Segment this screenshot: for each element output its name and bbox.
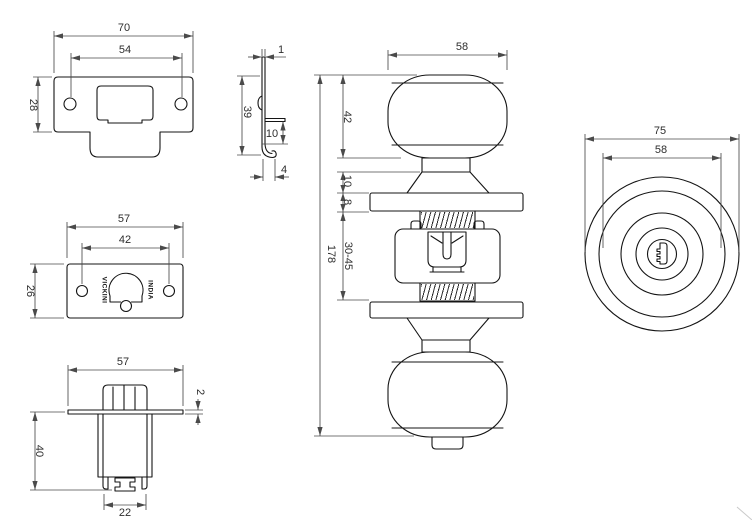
latch-faceplate-edge bbox=[67, 409, 184, 415]
dim-faceplate-width: 57 bbox=[118, 213, 130, 225]
rose-outer-circle bbox=[584, 176, 740, 332]
view-latch-faceplate bbox=[66, 263, 184, 319]
dims-strike-plate-side: 1 39 10 4 bbox=[237, 44, 289, 181]
dim-front-knob-diameter: 58 bbox=[655, 144, 667, 156]
lower-neck-flare bbox=[406, 317, 490, 341]
dim-latch-width: 57 bbox=[117, 356, 129, 368]
latch-spindle-hub bbox=[114, 477, 136, 492]
view-knob-assembly bbox=[369, 74, 524, 450]
view-knob-front bbox=[584, 176, 740, 332]
side-bottom-curl-inner bbox=[264, 143, 273, 155]
knob-outer-circle bbox=[598, 190, 726, 318]
dim-latch-plate-thickness: 2 bbox=[194, 389, 206, 395]
dim-door-range: 30-45 bbox=[342, 242, 354, 270]
spindle-base bbox=[432, 266, 462, 273]
side-dimple bbox=[257, 95, 263, 111]
latch-bolt-front bbox=[108, 272, 144, 303]
brand-text-left: VICKINI bbox=[101, 277, 108, 304]
side-bottom-curl bbox=[261, 146, 277, 159]
dim-knob-height: 42 bbox=[341, 111, 353, 123]
dim-rose-thickness: 8 bbox=[341, 199, 353, 205]
dim-latch-depth: 40 bbox=[33, 445, 45, 457]
lower-knob bbox=[387, 351, 508, 438]
latch-case-foot-left bbox=[102, 476, 109, 490]
view-strike-plate-front bbox=[53, 76, 194, 158]
mount-tab-left bbox=[410, 220, 422, 230]
dim-latch-case-width: 22 bbox=[119, 507, 131, 519]
knob-face-circle bbox=[635, 227, 689, 281]
view-latch-body bbox=[67, 384, 184, 492]
dims-strike-plate-front: 70 54 28 bbox=[27, 22, 194, 133]
scan-artifact-line bbox=[736, 506, 752, 520]
latch-case-foot-right bbox=[141, 476, 148, 490]
strike-screw-hole-left bbox=[63, 97, 77, 111]
dim-overall-length: 178 bbox=[325, 245, 337, 263]
upper-rose bbox=[369, 192, 524, 212]
dim-side-bend: 4 bbox=[281, 164, 287, 176]
dim-rose-diameter: 75 bbox=[654, 125, 666, 137]
dim-strike-hole-spacing: 54 bbox=[119, 44, 131, 56]
view-strike-plate-side bbox=[257, 56, 286, 159]
faceplate-outline bbox=[66, 263, 184, 319]
upper-threads-hatch bbox=[421, 212, 474, 228]
faceplate-hole-left bbox=[75, 284, 89, 298]
strike-plate-outline bbox=[53, 76, 194, 158]
latch-housing bbox=[394, 228, 501, 284]
dim-knob-diameter: 58 bbox=[456, 41, 468, 53]
lower-threads-hatch bbox=[421, 284, 474, 300]
dim-strike-height: 28 bbox=[27, 99, 39, 111]
dim-faceplate-height: 26 bbox=[24, 285, 36, 297]
latch-deadlatch-pin bbox=[119, 299, 133, 313]
spindle-slot bbox=[442, 231, 452, 260]
dims-knob-front: 75 58 bbox=[584, 125, 740, 252]
dim-side-height: 39 bbox=[241, 106, 253, 118]
latch-case bbox=[97, 413, 153, 478]
lower-spindle-threads bbox=[419, 282, 476, 302]
lower-neck bbox=[421, 339, 471, 353]
dims-knob-assembly: 58 42 10 8 30-45 178 bbox=[314, 41, 508, 437]
keyway bbox=[656, 242, 668, 265]
dim-strike-width: 70 bbox=[118, 22, 130, 34]
dims-latch-faceplate: 57 42 26 bbox=[24, 213, 184, 319]
dims-latch-body: 57 2 40 22 bbox=[30, 356, 206, 519]
strike-screw-hole-right bbox=[174, 97, 188, 111]
latch-bolt-side bbox=[102, 384, 148, 411]
dim-knob-neck: 10 bbox=[341, 175, 353, 187]
faceplate-hole-right bbox=[162, 284, 176, 298]
upper-neck bbox=[421, 157, 471, 173]
cylinder-circle bbox=[646, 238, 678, 270]
mount-tab-right bbox=[473, 220, 485, 230]
upper-neck-flare bbox=[406, 171, 490, 194]
knob-ring-circle bbox=[620, 212, 704, 296]
dim-side-thickness: 1 bbox=[278, 44, 284, 56]
dim-faceplate-hole-spacing: 42 bbox=[119, 234, 131, 246]
dim-side-lip: 10 bbox=[266, 128, 278, 140]
brand-text-right: INDIA bbox=[147, 280, 154, 300]
lower-rose bbox=[369, 301, 524, 319]
cylinder-button bbox=[431, 436, 464, 450]
strike-latch-opening bbox=[96, 85, 154, 124]
